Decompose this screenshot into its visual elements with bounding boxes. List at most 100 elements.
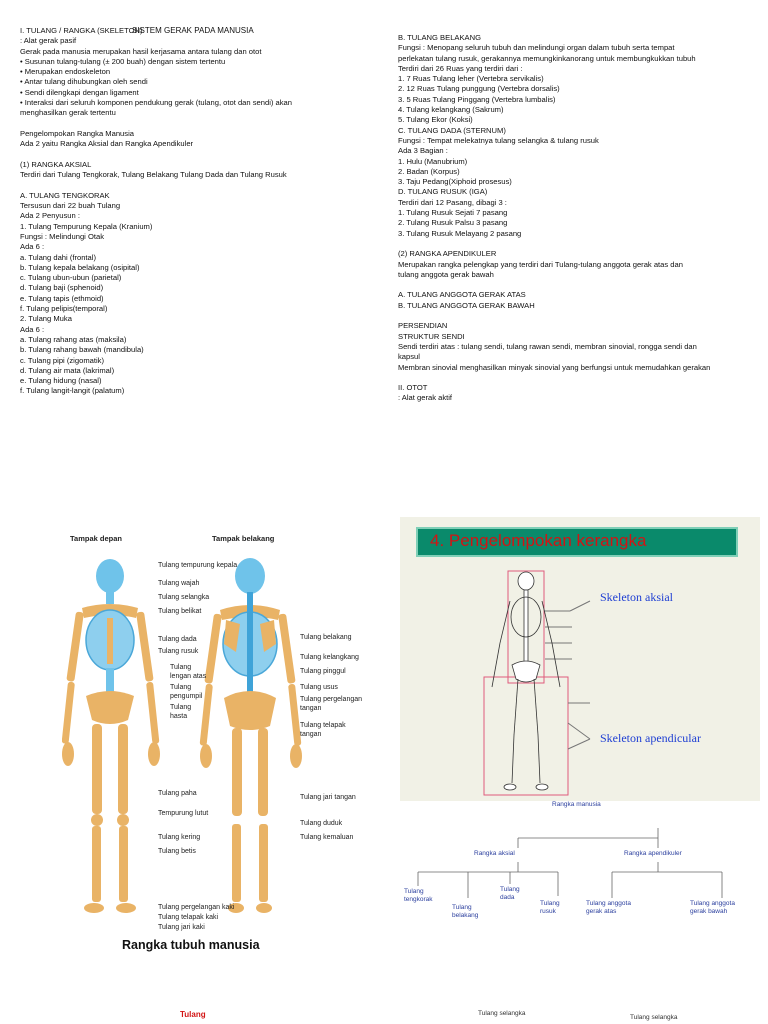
right-line: 3. Taju Pedang(Xiphoid prosesus): [398, 177, 512, 187]
skeleton-label-right: Tulang kelangkang: [300, 654, 359, 661]
left-line: : Alat gerak pasif: [20, 36, 77, 46]
classification-slide: 4. Pengelompokan kerangka: [400, 517, 760, 801]
left-line: f. Tulang langit-langit (palatum): [20, 386, 125, 396]
bottom-selangka-2: Tulang selangka: [630, 1014, 678, 1021]
right-line: [398, 373, 760, 383]
skeleton-label-right: Tulang usus: [300, 684, 338, 691]
skeleton-label-right: Tulang jari tangan: [300, 794, 356, 801]
left-line: [20, 150, 388, 160]
left-line: d. Tulang baji (sphenoid): [20, 283, 104, 293]
right-line: 2. Tulang Rusuk Palsu 3 pasang: [398, 218, 508, 228]
left-line: f. Tulang pelipis(temporal): [20, 304, 108, 314]
right-line: tulang anggota gerak bawah: [398, 269, 494, 279]
right-line: kapsul: [398, 352, 420, 362]
skeleton-drawing: [62, 558, 302, 913]
left-line: I. TULANG / RANGKA (SKELETON): [20, 26, 143, 35]
right-line: C. TULANG DADA (STERNUM): [398, 125, 506, 135]
right-line: 2. 12 Ruas Tulang punggung (Vertebra dor…: [398, 84, 560, 94]
skeleton-label: Tulang: [170, 684, 192, 691]
right-line: 3. 5 Ruas Tulang Pinggang (Vertebra lumb…: [398, 94, 556, 104]
skeleton-label-right: Tulang kemaluan: [300, 834, 354, 841]
classification-tree: Rangka manusia Rangka aksial Rangka apen…: [390, 800, 768, 924]
left-line: menghasilkan gerak tertentu: [20, 108, 116, 118]
left-line: 2. Tulang Muka: [20, 314, 72, 324]
left-line: Ada 2 Penyusun :: [20, 211, 80, 221]
left-line: [20, 119, 388, 129]
right-line: II. OTOT: [398, 383, 428, 393]
tree-root: Rangka manusia: [552, 801, 601, 808]
skeleton-label: Tempurung lutut: [158, 810, 209, 817]
right-column: B. TULANG BELAKANG Fungsi : Menopang sel…: [398, 33, 760, 404]
right-line: 3. Tulang Rusuk Melayang 2 pasang: [398, 228, 522, 238]
right-line: Ada 3 Bagian :: [398, 146, 448, 156]
left-line: 1. Tulang Tempurung Kepala (Kranium): [20, 221, 153, 231]
left-line: A. TULANG TENGKORAK: [20, 190, 110, 200]
right-line: perlekatan tulang rusuk, gerakannya memu…: [398, 53, 696, 63]
view-front-label: Tampak depan: [70, 534, 122, 543]
left-line: Fungsi : Melindungi Otak: [20, 231, 104, 241]
tree-gerak-bawah: Tulang anggota gerak bawah: [690, 900, 735, 915]
left-line: d. Tulang air mata (lakrimal): [20, 365, 115, 375]
tree-apendikuler: Rangka apendikuler: [624, 850, 682, 857]
skeleton-label-right: Tulang duduk: [300, 820, 343, 827]
label-skeleton-apendicular: Skeleton apendicular: [600, 731, 701, 745]
left-line: Tersusun dari 22 buah Tulang: [20, 201, 121, 211]
right-line: 5. Tulang Ekor (Koksi): [398, 115, 473, 125]
right-line: Sendi terdiri atas : tulang sendi, tulan…: [398, 341, 697, 351]
skeleton-label: Tulang pergelangan kaki: [158, 904, 235, 911]
slide-heading-box: 4. Pengelompokan kerangka: [416, 527, 738, 557]
skeleton-label: Tulang telapak kaki: [158, 914, 219, 921]
left-line: a. Tulang dahi (frontal): [20, 252, 96, 262]
right-line: 1. Hulu (Manubrium): [398, 156, 468, 166]
left-line: a. Tulang rahang atas (maksila): [20, 334, 127, 344]
right-line: Terdiri dari 12 Pasang, dibagi 3 :: [398, 197, 507, 207]
left-line: • Interaksi dari seluruh komponen penduk…: [20, 98, 292, 108]
skeleton-label: Tulang belikat: [158, 608, 202, 615]
left-line: Terdiri dari Tulang Tengkorak, Tulang Be…: [20, 170, 287, 180]
skeleton-label: Tulang: [170, 664, 192, 671]
left-line: • Susunan tulang-tulang (± 200 buah) den…: [20, 56, 226, 66]
right-line: B. TULANG ANGGOTA GERAK BAWAH: [398, 300, 535, 310]
left-line: Ada 6 :: [20, 324, 45, 334]
left-line: b. Tulang rahang bawah (mandibula): [20, 345, 144, 355]
right-line: [398, 311, 760, 321]
right-line: D. TULANG RUSUK (IGA): [398, 187, 488, 197]
left-line: c. Tulang pipi (zigomatik): [20, 355, 104, 365]
left-line: • Antar tulang dihubungkan oleh sendi: [20, 77, 148, 87]
right-line: Merupakan rangka pelengkap yang terdiri …: [398, 259, 683, 269]
right-line: Fungsi : Menopang seluruh tubuh dan meli…: [398, 43, 675, 53]
right-line: STRUKTUR SENDI: [398, 331, 465, 341]
skeleton-label: Tulang tempurung kepala: [158, 562, 238, 569]
skeleton-label: Tulang dada: [158, 636, 197, 643]
skeleton-label: Tulang betis: [158, 848, 196, 855]
skeleton-label: Tulang paha: [158, 790, 197, 797]
skeleton-label-right: tangan: [300, 731, 322, 738]
skeleton-label: Tulang wajah: [158, 580, 200, 587]
right-line: 4. Tulang kelangkang (Sakrum): [398, 105, 504, 115]
skeleton-label-right: tangan: [300, 705, 322, 712]
right-line: 1. 7 Ruas Tulang leher (Vertebra servika…: [398, 74, 544, 84]
right-line: (2) RANGKA APENDIKULER: [398, 249, 497, 259]
slide-heading: 4. Pengelompokan kerangka: [430, 531, 647, 550]
right-line: Fungsi : Tempat melekatnya tulang selang…: [398, 135, 599, 145]
tree-gerak-atas: Tulang anggota gerak atas: [586, 900, 631, 915]
skeleton-label: Tulang kering: [158, 834, 201, 841]
skeleton-label-right: Tulang pinggul: [300, 668, 346, 675]
left-line: Ada 6 :: [20, 242, 45, 252]
right-line: 1. Tulang Rusuk Sejati 7 pasang: [398, 208, 508, 218]
right-line: Terdiri dari 26 Ruas yang terdiri dari :: [398, 63, 523, 73]
left-line: • Merupakan endoskeleton: [20, 67, 111, 77]
left-line: c. Tulang ubun-ubun (parietal): [20, 273, 122, 283]
left-line: e. Tulang hidung (nasal): [20, 376, 102, 386]
skeleton-label: Tulang jari kaki: [158, 924, 205, 931]
tree-axial: Rangka aksial: [474, 850, 515, 857]
left-line: Ada 2 yaitu Rangka Aksial dan Rangka Ape…: [20, 139, 194, 149]
right-line: PERSENDIAN: [398, 321, 448, 331]
skeleton-label: lengan atas: [170, 673, 207, 680]
skeleton-label: Tulang: [170, 704, 192, 711]
right-line: [398, 239, 760, 249]
left-line: (1) RANGKA AKSIAL: [20, 159, 92, 169]
left-line: b. Tulang kepala belakang (osipital): [20, 262, 140, 272]
skeleton-label-right: Tulang telapak: [300, 722, 346, 729]
tree-dada: Tulang dada: [500, 886, 520, 901]
